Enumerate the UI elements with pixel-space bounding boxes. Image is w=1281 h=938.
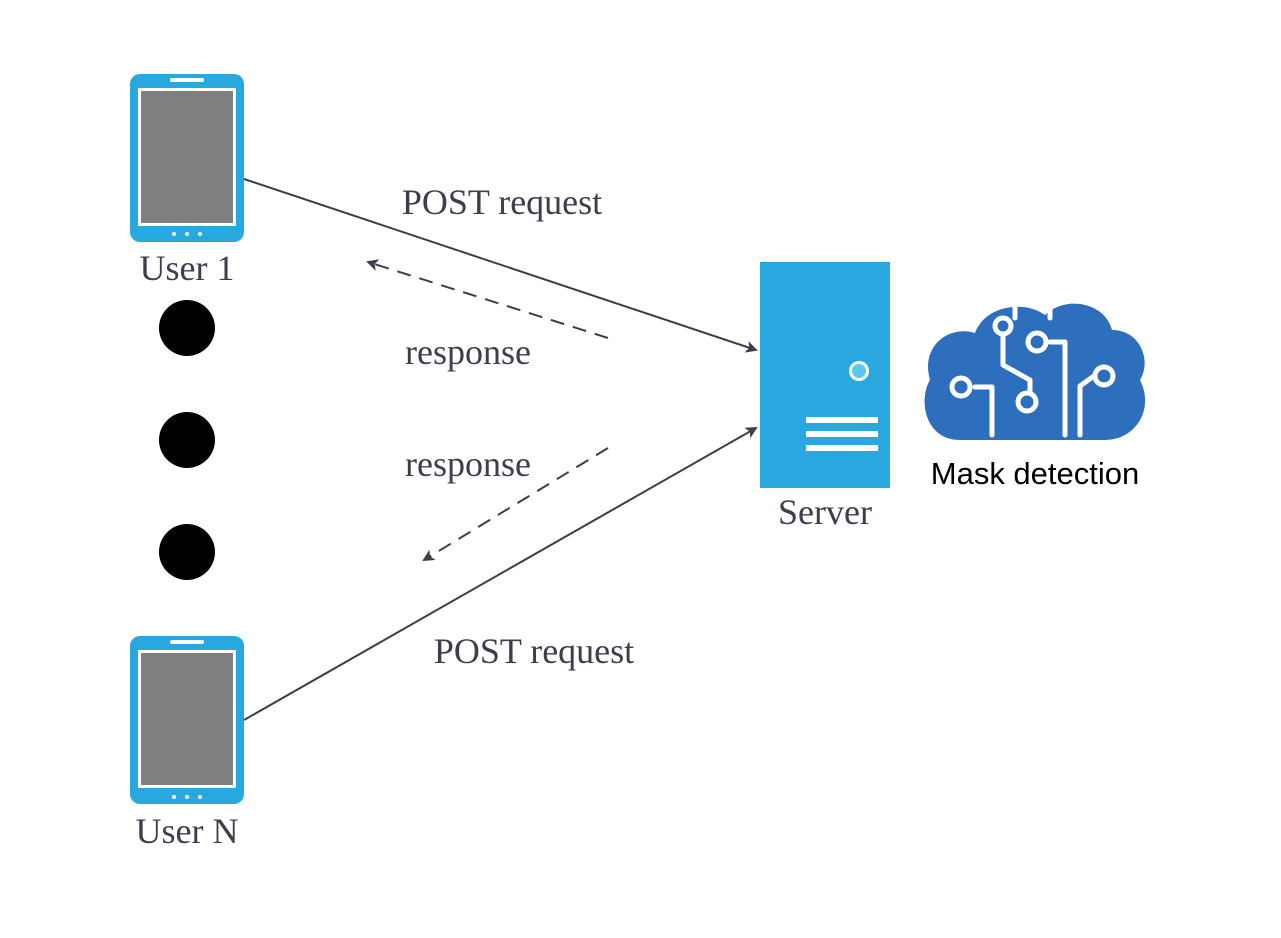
response-arrow-top [366, 259, 609, 339]
post-request-arrow-top [243, 178, 758, 353]
user-n-label: User N [136, 811, 239, 851]
response-label-bottom: response [405, 444, 531, 484]
server-icon [760, 262, 890, 488]
cloud-brain-circuit-icon [924, 297, 1146, 440]
mask-detection-label: Mask detection [931, 456, 1140, 491]
response-arrow-bottom [422, 447, 609, 562]
tablet-icon [130, 636, 244, 804]
post-request-label-top: POST request [402, 182, 602, 222]
ellipsis-dots [159, 300, 215, 580]
post-request-arrow-bottom [243, 427, 758, 721]
tablet-icon [130, 74, 244, 242]
user-1-label: User 1 [140, 248, 235, 288]
post-request-label-bottom: POST request [434, 631, 634, 671]
response-label-top: response [405, 332, 531, 372]
server-label: Server [778, 492, 872, 532]
